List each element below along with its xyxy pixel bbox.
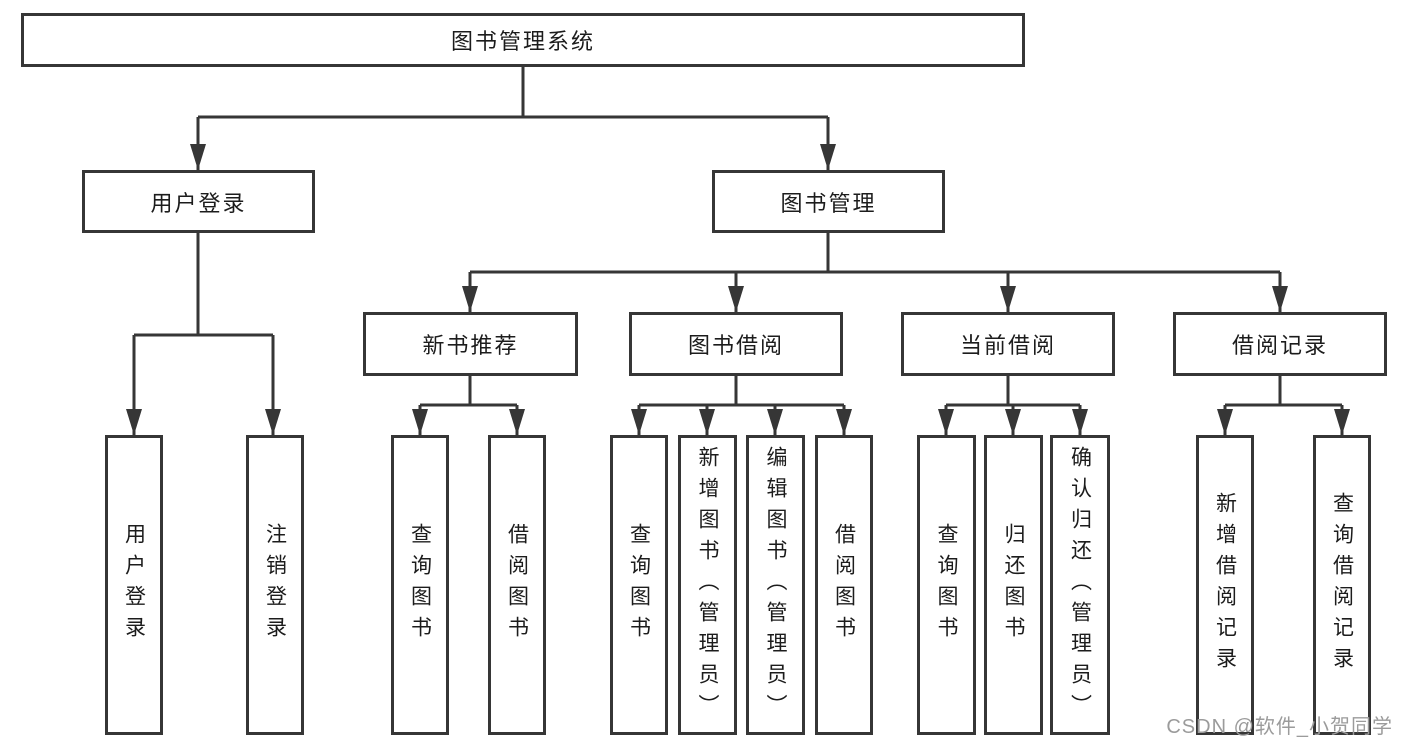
node-user-login-leaf: 用户登录: [105, 435, 163, 735]
node-new-book-recommend: 新书推荐: [363, 312, 578, 376]
node-borrow-books-1: 借阅图书: [488, 435, 546, 735]
node-return-books: 归还图书: [984, 435, 1043, 735]
arrowhead-icon: [767, 409, 783, 435]
node-query-books-3: 查询图书: [917, 435, 976, 735]
arrowhead-icon: [1217, 409, 1233, 435]
arrowhead-icon: [126, 409, 142, 435]
arrowhead-icon: [820, 144, 836, 170]
arrowhead-icon: [836, 409, 852, 435]
node-query-books-2: 查询图书: [610, 435, 668, 735]
node-label: 新增借阅记录: [1213, 492, 1237, 678]
node-label: 图书借阅: [687, 333, 784, 358]
node-add-books-admin: 新增图书（管理员）: [678, 435, 737, 735]
arrowhead-icon: [699, 409, 715, 435]
node-edit-books-admin: 编辑图书（管理员）: [746, 435, 805, 735]
node-book-management: 图书管理: [712, 170, 945, 233]
node-current-borrowing: 当前借阅: [901, 312, 1115, 376]
node-query-books-1: 查询图书: [391, 435, 449, 735]
node-label: 借阅图书: [832, 523, 856, 647]
arrowhead-icon: [1000, 286, 1016, 312]
node-label: 查询图书: [627, 523, 651, 647]
arrowhead-icon: [1005, 409, 1021, 435]
node-label: 注销登录: [263, 523, 287, 647]
node-label: 用户登录: [122, 523, 146, 647]
arrowhead-icon: [1072, 409, 1088, 435]
node-label: 当前借阅: [959, 333, 1056, 358]
node-confirm-return-admin: 确认归还（管理员）: [1050, 435, 1110, 735]
node-label: 借阅记录: [1231, 333, 1328, 358]
node-logout: 注销登录: [246, 435, 304, 735]
node-label: 用户登录: [150, 190, 247, 216]
node-label: 图书管理: [780, 190, 877, 216]
node-label: 新书推荐: [422, 333, 519, 358]
node-label: 查询图书: [935, 523, 958, 647]
node-label: 查询借阅记录: [1330, 492, 1354, 678]
arrowhead-icon: [190, 144, 206, 170]
node-label: 确认归还（管理员）: [1068, 445, 1092, 725]
node-label: 借阅图书: [505, 523, 529, 647]
node-query-borrow-record: 查询借阅记录: [1313, 435, 1371, 735]
arrowhead-icon: [631, 409, 647, 435]
node-label: 查询图书: [408, 523, 432, 647]
arrowhead-icon: [1272, 286, 1288, 312]
node-system-root: 图书管理系统: [21, 13, 1025, 67]
arrowhead-icon: [462, 286, 478, 312]
arrowhead-icon: [938, 409, 954, 435]
arrowhead-icon: [265, 409, 281, 435]
arrowhead-icon: [509, 409, 525, 435]
node-add-borrow-record: 新增借阅记录: [1196, 435, 1254, 735]
csdn-watermark: CSDN @软件_小贺同学: [1166, 716, 1393, 738]
node-book-borrowing: 图书借阅: [629, 312, 843, 376]
node-borrowing-records: 借阅记录: [1173, 312, 1387, 376]
node-label: 图书管理系统: [450, 29, 595, 54]
arrowhead-icon: [728, 286, 744, 312]
node-borrow-books-2: 借阅图书: [815, 435, 873, 735]
arrowhead-icon: [1334, 409, 1350, 435]
node-user-login: 用户登录: [82, 170, 315, 233]
node-label: 归还图书: [1002, 523, 1025, 647]
node-label: 编辑图书（管理员）: [764, 445, 787, 725]
arrowhead-icon: [412, 409, 428, 435]
node-label: 新增图书（管理员）: [696, 445, 719, 725]
